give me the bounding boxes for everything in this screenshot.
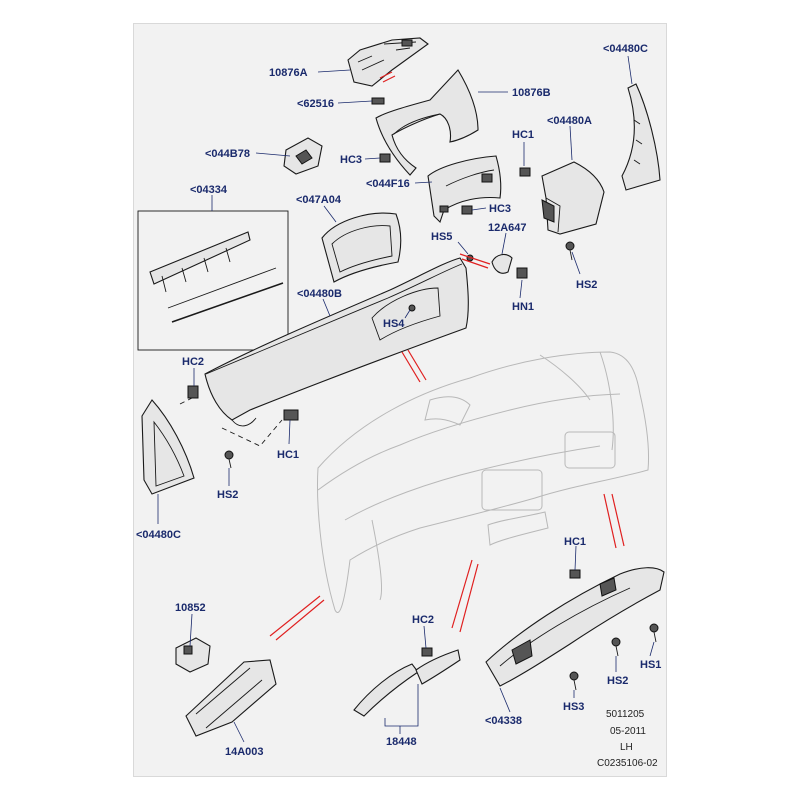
label-10876A: 10876A [269,67,308,79]
frame-047A04 [321,212,402,283]
label-HC3-a: HC3 [340,154,362,166]
label-HC2-mid: HC2 [412,614,434,626]
trim-04480C-left [141,399,195,495]
bezel-044F16 [427,155,502,224]
label-HN1: HN1 [512,301,534,313]
vent-12A647 [491,253,513,274]
label-04480C-top: <04480C [603,43,648,55]
clip-hc2-mid [421,647,433,657]
label-HS2-right: HS2 [607,675,628,687]
handle-18448 [353,649,461,717]
console-04338 [485,567,665,687]
clip-hc1-right [569,569,581,579]
screw-hs1 [649,623,659,643]
screw-hs3 [569,671,579,691]
footer-ref: C0235106-02 [597,758,658,769]
screw-hs4 [408,304,416,312]
label-044F16: <044F16 [366,178,410,190]
label-044B78: <044B78 [205,148,250,160]
label-10876B: 10876B [512,87,551,99]
end-cap-04480A [541,161,605,235]
label-12A647: 12A647 [488,222,527,234]
switch-044B78 [283,137,323,175]
label-HC1-left: HC1 [277,449,299,461]
clip-62516 [371,97,385,105]
label-04480B: <04480B [297,288,342,300]
label-HS5: HS5 [431,231,452,243]
label-04480A: <04480A [547,115,592,127]
label-HC2-left: HC2 [182,356,204,368]
dashed-guide-left [179,395,283,447]
label-HC1-right: HC1 [564,536,586,548]
label-18448: 18448 [386,736,417,748]
inset-box-04334 [137,210,289,351]
label-047A04: <047A04 [296,194,342,206]
clip-hc1-left [283,409,299,421]
clip-hc1-top [519,167,531,177]
label-HS4: HS4 [383,318,405,330]
clip-hc3-b [461,205,473,215]
callout-labels: 10876A <62516 10876B <04480C HC1 <04480A… [136,43,661,758]
nut-hn1 [516,267,528,279]
screw-hs2-left [224,450,234,469]
footer-code: 5011205 [606,709,645,720]
screw-hs2-top [565,241,575,261]
bracket-10876A [347,37,429,87]
label-04480C-left: <04480C [136,529,181,541]
clip-hc3-a [379,153,391,163]
clip-hc2-left [187,385,199,399]
red-assembly-lines [269,71,625,641]
label-04338: <04338 [485,715,522,727]
label-14A003: 14A003 [225,746,264,758]
footer-date: 05-2011 [610,726,646,737]
module-10852 [175,637,211,673]
label-HS1: HS1 [640,659,661,671]
footer-reference: 5011205 05-2011 LH C0235106-02 [597,709,658,769]
label-HC1-top: HC1 [512,129,534,141]
label-HS2-left: HS2 [217,489,238,501]
label-04334: <04334 [190,184,228,196]
leader-lines [157,55,655,743]
label-62516: <62516 [297,98,334,110]
trim-04480C-right [621,83,661,191]
dashboard-ghost-outline [317,351,649,613]
panel-04480B [204,257,469,427]
label-HS2-top: HS2 [576,279,597,291]
footer-side: LH [620,742,633,753]
label-10852: 10852 [175,602,206,614]
label-HC3-b: HC3 [489,203,511,215]
screw-hs2-right [611,637,621,657]
panel-14A003 [185,659,277,737]
cluster-surround-10876B [375,69,479,176]
label-HS3: HS3 [563,701,584,713]
